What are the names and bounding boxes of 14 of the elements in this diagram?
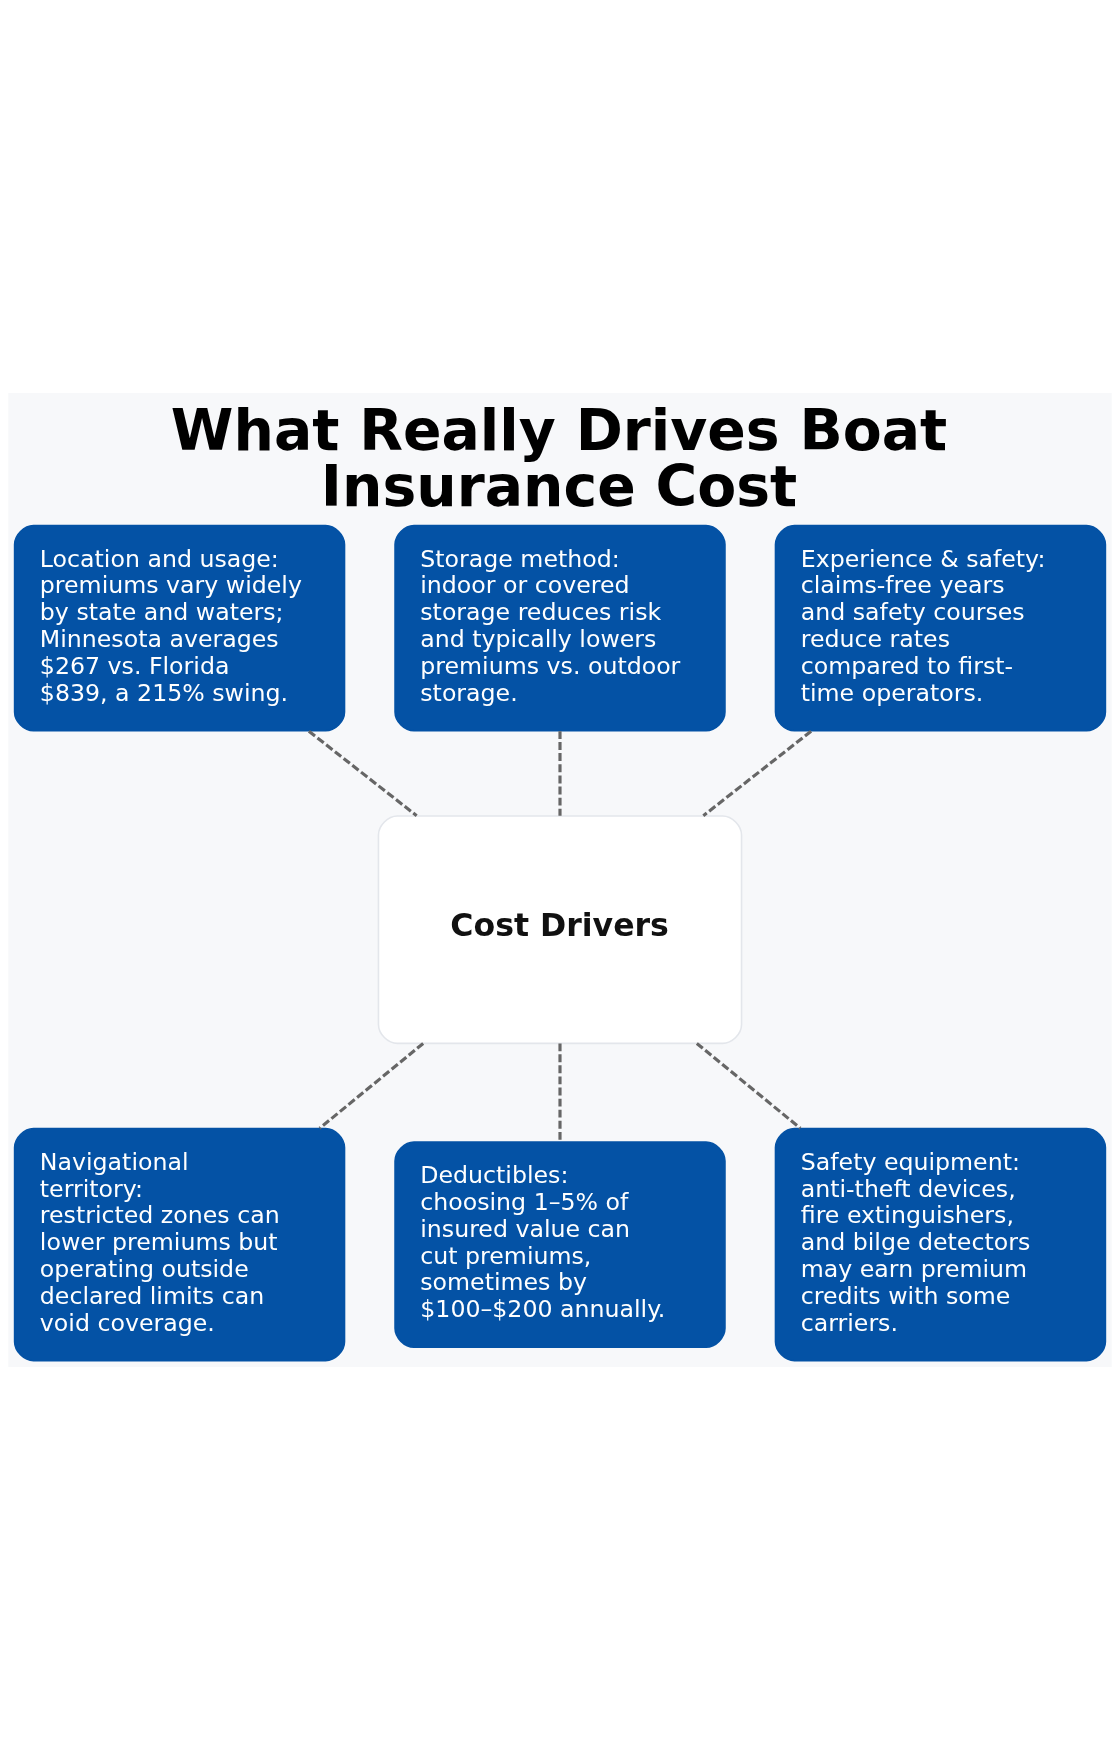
connector (695, 1042, 802, 1130)
node-box: Storage method: indoor or covered storage reduces risk and typically lowers premiums vs. outdoor storage. (394, 524, 726, 732)
diagram-title: What Really Drives Boat Insurance Cost (170, 396, 948, 520)
connector (318, 1042, 425, 1130)
node-box: Location and usage: premiums vary widely by state and waters; Minnesota averages $267 vs. Florida $839, a 215% swing. (13, 524, 346, 732)
connector (558, 731, 562, 816)
connector (307, 729, 418, 817)
node-box: Cost Drivers (377, 815, 743, 1045)
connector (558, 1043, 562, 1142)
node-box: Navigational territory: restricted zones can lower premiums but operating outside declared limits can void coverage. (13, 1127, 346, 1362)
node-box: Deductibles: choosing 1–5% of insured value can cut premiums, sometimes by $100–$200 annually. (394, 1141, 726, 1349)
node-box: Safety equipment: anti-theft devices, fire extinguishers, and bilge detectors may earn premium credits with some carriers. (774, 1127, 1107, 1362)
connector (702, 729, 813, 817)
node-box: Experience & safety: claims-free years and safety courses reduce rates compared to first-time operators. (774, 524, 1107, 732)
